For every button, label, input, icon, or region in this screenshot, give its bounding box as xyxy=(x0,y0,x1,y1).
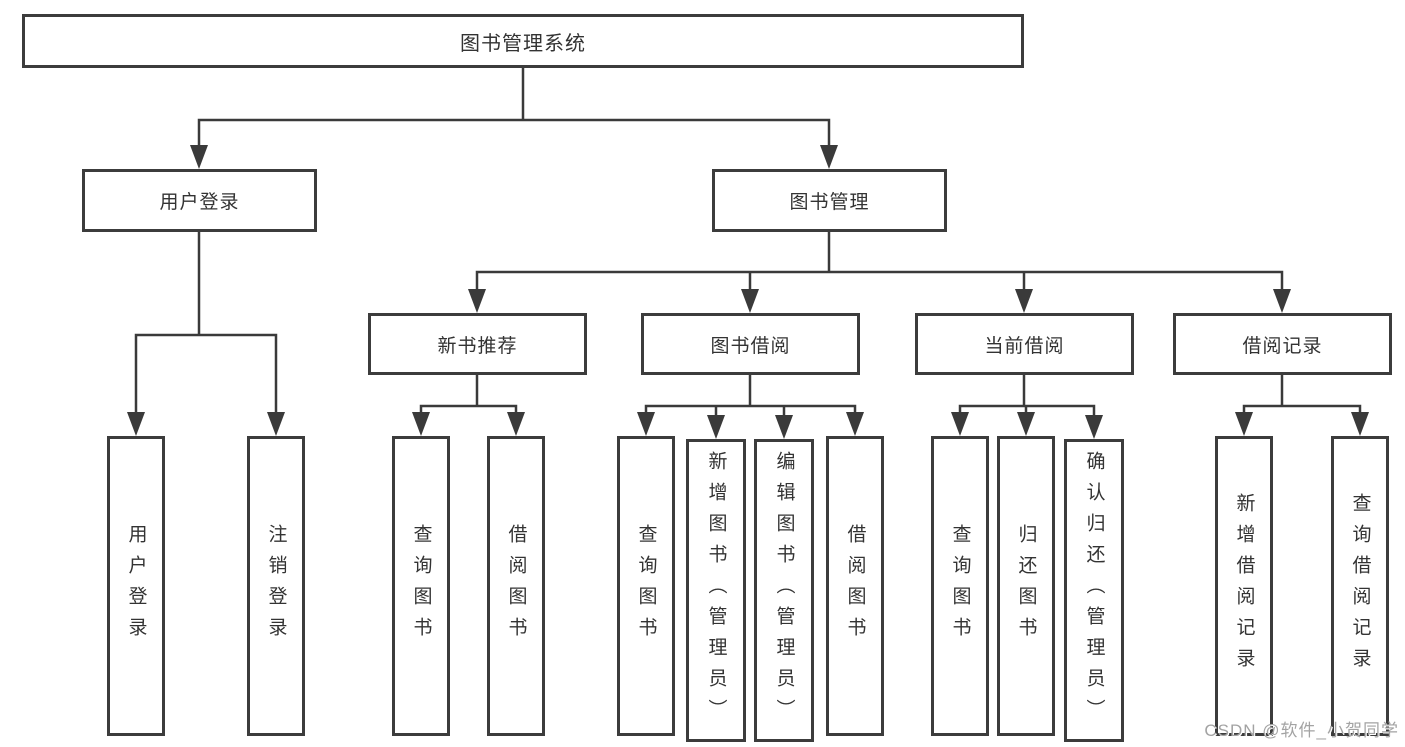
leaf-borrow-books-borrow-label: 借阅图书 xyxy=(844,524,866,648)
leaf-logout: 注销登录 xyxy=(247,436,305,736)
leaf-edit-book-admin-label: 编辑图书（管理员） xyxy=(773,451,795,730)
node-book-borrow: 图书借阅 xyxy=(641,313,860,375)
leaf-query-books-current-label: 查询图书 xyxy=(949,524,971,648)
leaf-user-login: 用户登录 xyxy=(107,436,165,736)
node-library-system-label: 图书管理系统 xyxy=(460,32,586,55)
leaf-query-books-borrow-label: 查询图书 xyxy=(635,524,657,648)
leaf-query-books-current: 查询图书 xyxy=(931,436,989,736)
watermark: CSDN @软件_小贺同学 xyxy=(1204,721,1399,740)
node-library-system: 图书管理系统 xyxy=(22,14,1024,68)
node-book-management: 图书管理 xyxy=(712,169,947,232)
leaf-add-borrow-record: 新增借阅记录 xyxy=(1215,436,1273,736)
node-borrow-records-label: 借阅记录 xyxy=(1242,335,1323,357)
leaf-borrow-books-recommend: 借阅图书 xyxy=(487,436,545,736)
leaf-borrow-books-borrow: 借阅图书 xyxy=(826,436,884,736)
node-new-book-recommend-label: 新书推荐 xyxy=(437,335,518,357)
node-book-borrow-label: 图书借阅 xyxy=(710,335,791,357)
arrowheads xyxy=(127,145,1369,439)
leaf-edit-book-admin: 编辑图书（管理员） xyxy=(754,439,814,742)
leaf-query-books-borrow: 查询图书 xyxy=(617,436,675,736)
leaf-logout-label: 注销登录 xyxy=(265,524,287,648)
connectors xyxy=(134,67,1362,417)
node-new-book-recommend: 新书推荐 xyxy=(368,313,587,375)
leaf-query-books-recommend: 查询图书 xyxy=(392,436,450,736)
leaf-return-book: 归还图书 xyxy=(997,436,1055,736)
leaf-borrow-books-recommend-label: 借阅图书 xyxy=(505,524,527,648)
node-current-borrow-label: 当前借阅 xyxy=(984,335,1065,357)
leaf-add-book-admin-label: 新增图书（管理员） xyxy=(705,451,727,730)
leaf-return-book-label: 归还图书 xyxy=(1015,524,1037,648)
leaf-query-borrow-record-label: 查询借阅记录 xyxy=(1349,493,1371,679)
node-user-login-label: 用户登录 xyxy=(159,192,240,213)
node-current-borrow: 当前借阅 xyxy=(915,313,1134,375)
node-borrow-records: 借阅记录 xyxy=(1173,313,1392,375)
leaf-confirm-return-admin: 确认归还（管理员） xyxy=(1064,439,1124,742)
node-book-management-label: 图书管理 xyxy=(789,192,870,213)
leaf-user-login-label: 用户登录 xyxy=(125,524,147,648)
leaf-confirm-return-admin-label: 确认归还（管理员） xyxy=(1083,451,1105,730)
leaf-add-borrow-record-label: 新增借阅记录 xyxy=(1233,493,1255,679)
leaf-query-borrow-record: 查询借阅记录 xyxy=(1331,436,1389,736)
node-user-login: 用户登录 xyxy=(82,169,317,232)
leaf-query-books-recommend-label: 查询图书 xyxy=(410,524,432,648)
leaf-add-book-admin: 新增图书（管理员） xyxy=(686,439,746,742)
